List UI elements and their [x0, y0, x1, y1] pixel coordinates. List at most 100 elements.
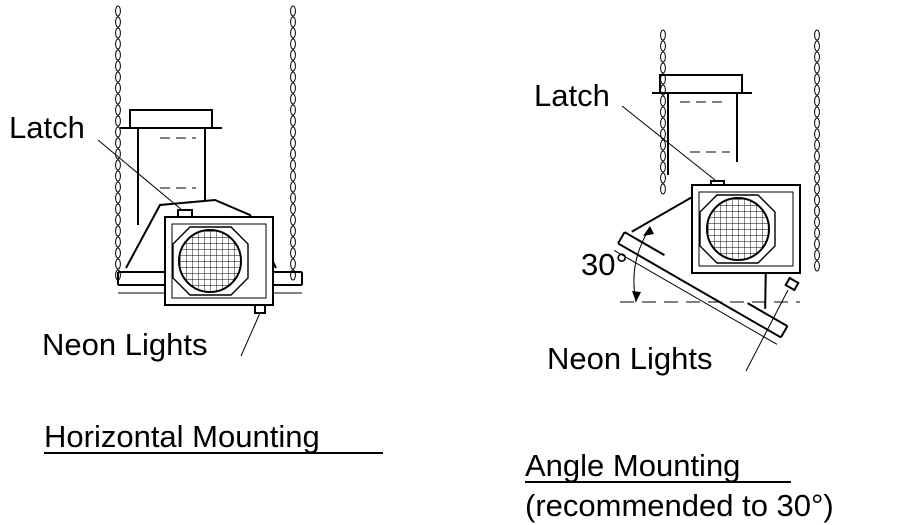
chain-link — [290, 269, 296, 281]
chain-link — [660, 29, 666, 41]
chain-link — [814, 161, 820, 173]
chain-link — [814, 205, 820, 217]
chain-link — [814, 150, 820, 162]
chain-link — [115, 225, 121, 237]
chain-link — [814, 73, 820, 85]
chain-link — [290, 49, 296, 61]
chain-link — [290, 115, 296, 127]
chain-link — [115, 71, 121, 83]
chain-link — [290, 82, 296, 94]
chain-link — [814, 84, 820, 96]
right-neon-leader — [745, 289, 789, 372]
left-housing — [120, 109, 222, 225]
horizontal-mounting-diagram: Latch Neon Lights Horizontal Mounting — [9, 5, 383, 454]
chain-link — [814, 40, 820, 52]
chain-link — [660, 62, 666, 74]
chain-link — [115, 236, 121, 248]
chain-link — [115, 49, 121, 61]
chain-link — [115, 16, 121, 28]
chain-link — [290, 137, 296, 149]
chain-link — [660, 139, 666, 151]
chain-link — [290, 159, 296, 171]
chain-link — [814, 139, 820, 151]
left-neon-label: Neon Lights — [42, 327, 207, 362]
chain-link — [290, 192, 296, 204]
chain-link — [660, 150, 666, 162]
chain-link — [115, 203, 121, 215]
angle-label: 30° — [581, 247, 628, 282]
left-chain-left — [115, 5, 121, 281]
chain-link — [660, 40, 666, 52]
chain-link — [115, 159, 121, 171]
chain-link — [290, 148, 296, 160]
right-chain-right — [814, 29, 820, 272]
chain-link — [814, 62, 820, 74]
chain-link — [115, 214, 121, 226]
left-fixture — [164, 216, 274, 314]
chain-link — [290, 247, 296, 259]
chain-link — [290, 170, 296, 182]
chain-link — [115, 148, 121, 160]
chain-link — [814, 172, 820, 184]
chain-link — [290, 60, 296, 72]
chain-link — [814, 216, 820, 228]
angle-mounting-note: (recommended to 30°) — [525, 488, 834, 523]
chain-link — [660, 172, 666, 184]
chain-link — [290, 16, 296, 28]
angle-mounting-caption: Angle Mounting — [525, 448, 740, 483]
chain-link — [115, 137, 121, 149]
chain-link — [115, 258, 121, 270]
chain-link — [290, 236, 296, 248]
chain-link — [814, 183, 820, 195]
chain-link — [660, 161, 666, 173]
chain-link — [115, 104, 121, 116]
chain-link — [290, 71, 296, 83]
chain-link — [115, 93, 121, 105]
chain-link — [814, 95, 820, 107]
angle-arrow-bottom — [632, 291, 641, 302]
chain-link — [115, 181, 121, 193]
chain-link — [290, 225, 296, 237]
chain-link — [115, 126, 121, 138]
right-chain-left — [660, 29, 666, 195]
chain-link — [814, 238, 820, 250]
chain-link — [660, 95, 666, 107]
chain-link — [115, 5, 121, 17]
chain-link — [290, 214, 296, 226]
chain-link — [115, 82, 121, 94]
chain-link — [115, 115, 121, 127]
horizontal-mounting-caption: Horizontal Mounting — [44, 419, 320, 454]
right-latch-label: Latch — [534, 78, 610, 113]
chain-link — [290, 27, 296, 39]
chain-link — [290, 104, 296, 116]
chain-link — [814, 106, 820, 118]
right-latch-leader — [621, 105, 716, 181]
chain-link — [814, 128, 820, 140]
chain-link — [115, 60, 121, 72]
chain-link — [814, 260, 820, 272]
right-neon-label: Neon Lights — [547, 341, 712, 376]
chain-link — [290, 93, 296, 105]
right-housing — [652, 74, 752, 175]
right-fixture — [691, 184, 801, 292]
chain-link — [115, 247, 121, 259]
chain-link — [115, 170, 121, 182]
left-latch-leader — [97, 139, 183, 211]
left-latch-label: Latch — [9, 110, 85, 145]
chain-link — [290, 5, 296, 17]
chain-link — [290, 258, 296, 270]
chain-link — [660, 51, 666, 63]
left-neon-leader — [240, 312, 261, 357]
chain-link — [814, 117, 820, 129]
chain-link — [814, 227, 820, 239]
left-chain-right — [290, 5, 296, 281]
chain-link — [290, 203, 296, 215]
angle-arrow-top — [643, 226, 654, 236]
chain-link — [814, 194, 820, 206]
chain-link — [660, 106, 666, 118]
chain-link — [115, 192, 121, 204]
chain-link — [290, 181, 296, 193]
chain-link — [814, 51, 820, 63]
